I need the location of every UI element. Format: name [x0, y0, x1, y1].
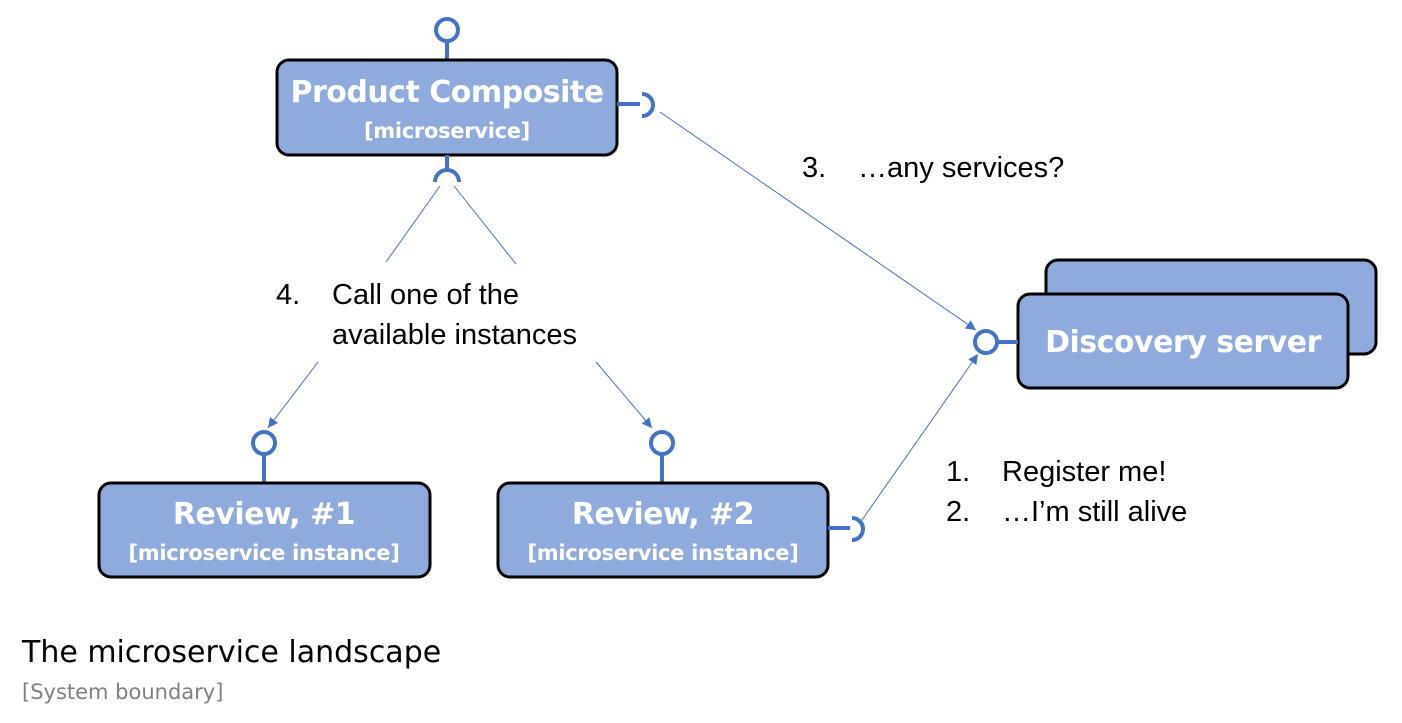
- arrows: [267, 111, 979, 521]
- discovery-port-icon: [973, 329, 999, 355]
- step-1-text: Register me!: [1002, 456, 1166, 488]
- review-2-title: Review, #2: [572, 497, 754, 532]
- step-3-text: …any services?: [858, 152, 1064, 184]
- boundary-title: The microservice landscape: [21, 635, 441, 670]
- step-4-label: 4. Call one of the available instances: [276, 279, 577, 351]
- review-1-subtitle: [microservice instance]: [128, 541, 399, 565]
- review-1-box: [97, 481, 432, 579]
- review2-port-icon: [649, 430, 675, 456]
- step-4-number: 4.: [276, 279, 300, 311]
- arrow-composite-split-right: [453, 185, 517, 265]
- composite-top-port-icon: [434, 17, 460, 43]
- boundary-subtitle: [System boundary]: [22, 680, 223, 704]
- step-3-label: 3. …any services?: [802, 152, 1064, 184]
- discovery-server-node: Discovery server: [973, 258, 1378, 390]
- step-2-number: 2.: [946, 496, 970, 528]
- product-composite-node: Product Composite [microservice]: [275, 17, 655, 183]
- composite-bottom-socket-icon: [433, 168, 461, 183]
- arrow-to-review1: [267, 361, 319, 429]
- product-composite-title: Product Composite: [290, 75, 603, 110]
- step-1-number: 1.: [946, 456, 970, 488]
- product-composite-subtitle: [microservice]: [364, 119, 530, 143]
- step-4-text-line2: available instances: [332, 319, 577, 351]
- review-1-title: Review, #1: [173, 497, 355, 532]
- review-2-subtitle: [microservice instance]: [527, 541, 798, 565]
- step-3-number: 3.: [802, 152, 826, 184]
- discovery-server-title: Discovery server: [1045, 325, 1322, 360]
- step-2-text: …I’m still alive: [1002, 496, 1187, 528]
- step-1-label: 1. Register me!: [946, 456, 1166, 488]
- review1-port-icon: [251, 430, 277, 456]
- review-1-node: Review, #1 [microservice instance]: [97, 430, 432, 579]
- step-4-text-line1: Call one of the: [332, 279, 519, 311]
- arrow-composite-split-left: [385, 185, 441, 263]
- composite-right-socket-icon: [641, 92, 655, 118]
- review2-right-socket-icon: [851, 516, 865, 542]
- arrow-to-review2: [595, 361, 653, 429]
- arrow-composite-to-discovery: [659, 111, 977, 331]
- step-2-label: 2. …I’m still alive: [946, 496, 1187, 528]
- review-2-node: Review, #2 [microservice instance]: [496, 430, 865, 579]
- arrow-review2-to-discovery: [861, 353, 979, 521]
